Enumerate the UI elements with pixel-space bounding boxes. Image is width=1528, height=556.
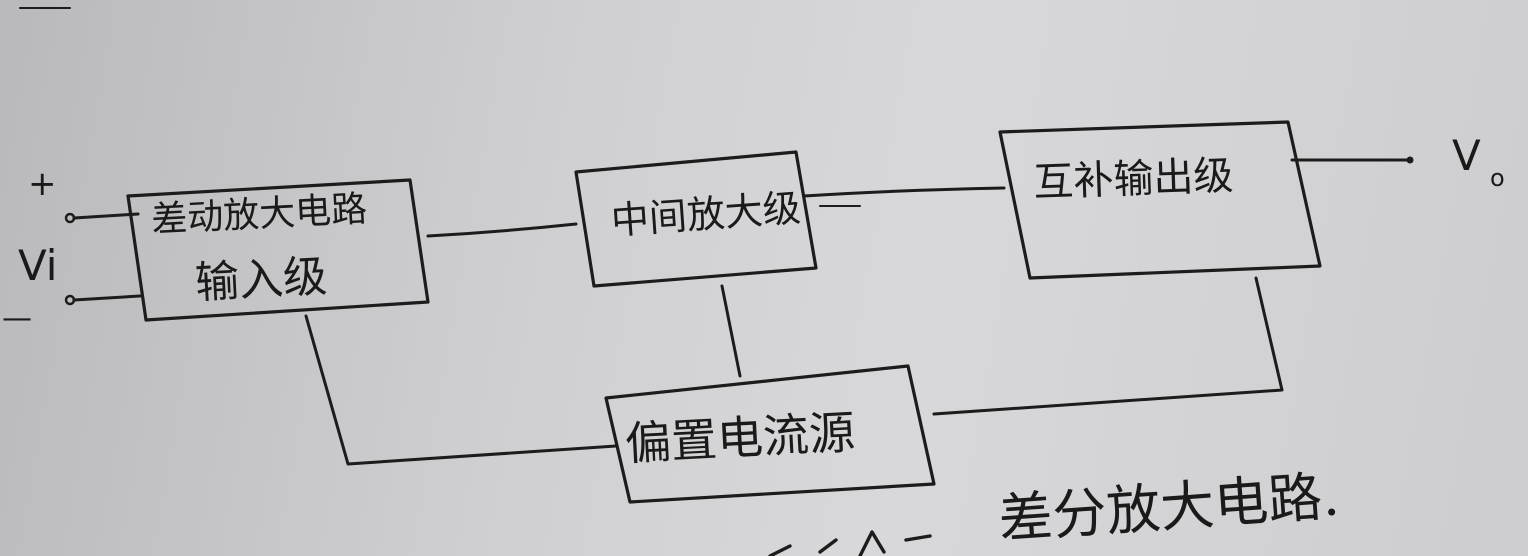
mid-amp-block [574,150,818,288]
output-label: V [1452,131,1481,180]
wire-midamp-to-bias [720,284,742,378]
caption-text: 差分放大电路. [997,464,1342,551]
caption-partial-strokes [768,530,932,556]
wire-pushpull-to-bias [932,276,1284,416]
input-plus-sign: + [28,164,57,204]
output-terminal [1406,156,1414,164]
diff-amp-block [126,178,430,322]
bias-block [604,364,936,504]
push-pull-block [998,120,1322,280]
push-pull-label: 互补输出级 [1033,153,1234,206]
wire-diffamp-to-midamp [426,222,578,238]
input-wire-bottom [72,294,142,302]
input-vi-label: Vi [18,241,57,290]
wire-midamp-to-pushpull [802,186,1006,198]
input-minus-sign: — [2,301,32,336]
diff-amp-label-line2: 输入级 [194,251,328,309]
output-label-subscript: o [1490,164,1505,192]
bias-label: 偏置电流源 [624,405,857,471]
wire-diffamp-to-bias [304,314,618,466]
input-wire-top [72,212,140,220]
mid-amp-label: 中间放大级 [610,186,803,243]
diff-amp-label-line1: 差动放大电路 [150,189,368,241]
